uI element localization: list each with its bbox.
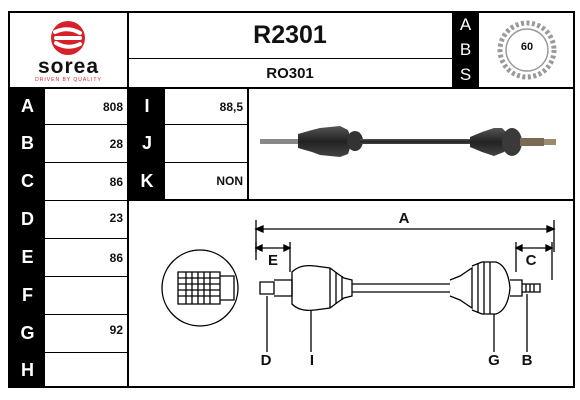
drive-shaft-drawing-icon xyxy=(161,220,556,352)
divider xyxy=(128,58,453,59)
row-letter: I xyxy=(129,89,165,124)
divider xyxy=(8,124,248,125)
product-photo xyxy=(250,90,573,198)
dimension-label-c: C xyxy=(525,252,537,269)
gear-icon xyxy=(497,20,557,80)
technical-diagram: A E C D I G B xyxy=(130,202,574,387)
row-value: 808 xyxy=(102,99,123,114)
divider xyxy=(8,200,128,201)
divider xyxy=(8,352,128,353)
row-value xyxy=(45,353,127,387)
brand-name: sorea xyxy=(37,55,100,78)
row-value xyxy=(45,277,127,314)
abs-letter: A xyxy=(459,15,472,34)
row-value: 86 xyxy=(109,174,123,189)
dimension-label-g: G xyxy=(488,352,500,369)
row-value xyxy=(165,125,247,162)
row-value: 86 xyxy=(109,250,123,265)
dimension-label-b: B xyxy=(521,352,533,369)
row-value: NON xyxy=(216,174,243,188)
row-letter: F xyxy=(10,277,45,314)
dimension-label-e: E xyxy=(267,252,278,269)
row-value: 92 xyxy=(109,323,123,337)
row-letter: H xyxy=(10,353,45,387)
alt-reference: RO301 xyxy=(266,64,314,82)
abs-letter: S xyxy=(459,64,472,84)
part-reference: R2301 xyxy=(253,21,327,49)
row-letter: E xyxy=(10,239,45,276)
abs-teeth-count: 60 xyxy=(520,41,534,53)
row-letter: J xyxy=(129,125,165,162)
divider xyxy=(8,87,575,89)
divider xyxy=(8,238,128,239)
abs-ring: 60 xyxy=(479,13,574,87)
dimension-label-a: A xyxy=(398,210,410,227)
divider xyxy=(477,12,479,88)
sorea-emblem-icon xyxy=(51,21,85,55)
divider xyxy=(8,314,128,315)
dimension-label-i: I xyxy=(309,352,315,369)
divider xyxy=(8,276,128,277)
row-letter: D xyxy=(10,201,45,238)
brand-tagline: DRIVEN BY QUALITY xyxy=(35,77,102,83)
row-value: 88,5 xyxy=(219,99,243,114)
divider xyxy=(247,88,249,200)
row-value: 23 xyxy=(109,211,123,225)
row-value: 28 xyxy=(109,136,123,151)
abs-label: A B S xyxy=(454,13,477,87)
drive-shaft-photo-icon xyxy=(260,126,556,157)
dimension-label-d: D xyxy=(260,352,272,369)
brand-logo: sorea DRIVEN BY QUALITY xyxy=(10,13,127,87)
divider xyxy=(8,162,248,163)
divider xyxy=(452,12,454,88)
abs-letter: B xyxy=(459,39,472,59)
row-letter: G xyxy=(10,315,45,352)
row-letter: K xyxy=(129,163,165,199)
row-letter: B xyxy=(10,125,45,162)
divider xyxy=(128,199,575,201)
row-letter: C xyxy=(10,163,45,200)
row-letter: A xyxy=(10,89,45,124)
